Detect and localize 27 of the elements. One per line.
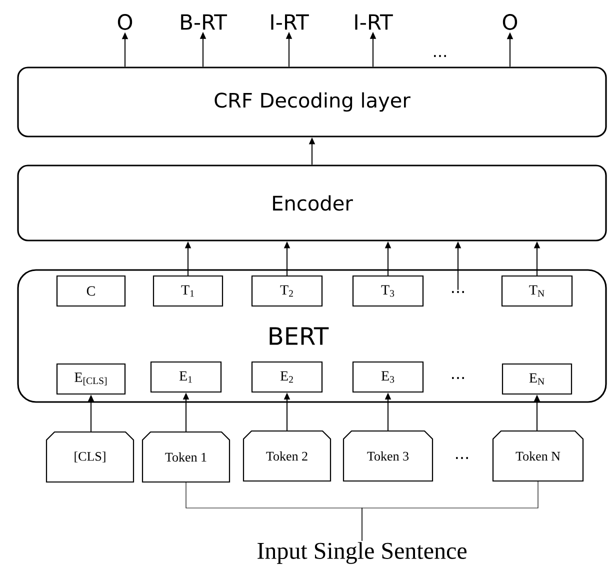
- embedding-box: T$_{N}$: [501, 275, 573, 307]
- output-tag: I-RT: [271, 14, 309, 30]
- embedding-box: E$_{3}$: [352, 361, 424, 393]
- output-tag: O: [118, 14, 132, 30]
- bracket-line: [362, 480, 538, 542]
- embedding-box: E$_{2}$: [251, 361, 323, 393]
- ellipsis: ...: [452, 377, 464, 379]
- embedding-box: E$_{1}$: [150, 361, 222, 393]
- embedding-box: E$_{N}$: [502, 363, 572, 395]
- embedding-box: C: [56, 275, 126, 307]
- token-box: Token N: [492, 430, 584, 482]
- output-tag: B-RT: [181, 14, 228, 30]
- embedding-box: T$_{2}$: [251, 275, 323, 307]
- layer-box: Encoder: [17, 164, 607, 242]
- token-box: Token 1: [142, 431, 230, 483]
- embedding-box: T$_{1}$: [152, 275, 224, 307]
- token-box: Token 2: [242, 430, 332, 482]
- ellipsis: ...: [456, 457, 468, 459]
- token-box: [CLS]: [46, 431, 134, 483]
- ellipsis: ...: [452, 291, 464, 293]
- embedding-box: T$_{3}$: [352, 275, 424, 307]
- output-tag: O: [502, 14, 518, 30]
- output-tag: I-RT: [355, 14, 393, 30]
- token-box: Token 3: [342, 430, 434, 482]
- embedding-box: E$_{[CLS]}$: [56, 363, 126, 395]
- sentence-label: Input Single Sentence: [258, 542, 466, 564]
- layer-box: CRF Decoding layer: [17, 66, 607, 138]
